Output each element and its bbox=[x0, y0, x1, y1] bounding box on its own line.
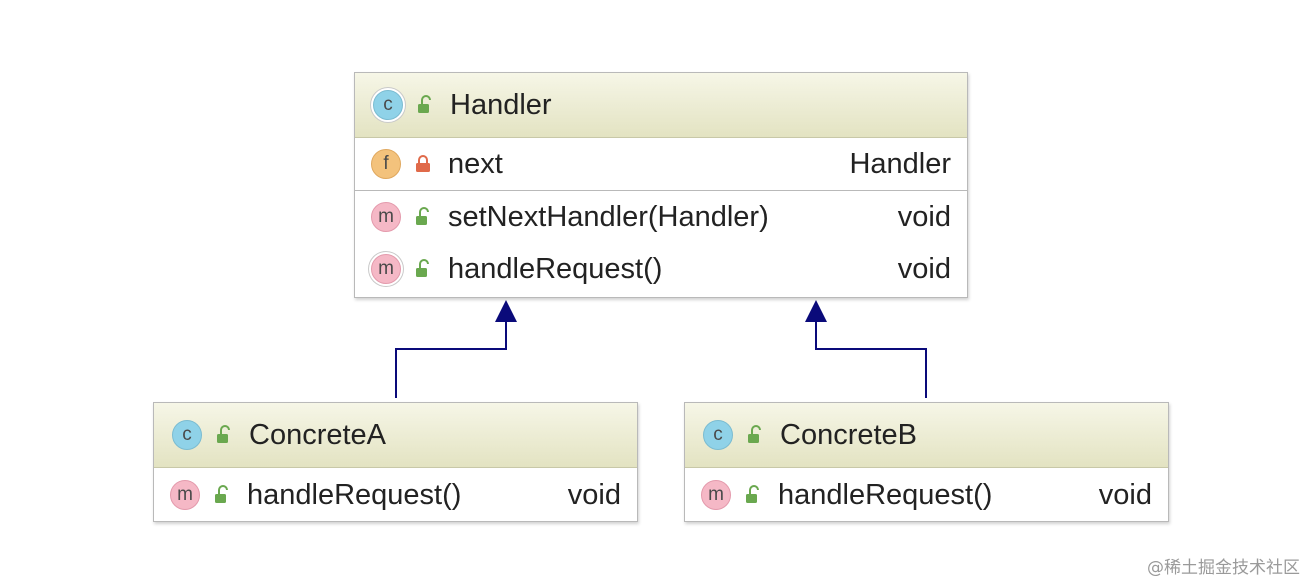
class-name: ConcreteA bbox=[249, 418, 387, 451]
class-header: c ConcreteB bbox=[685, 403, 1168, 468]
method-return-type: void bbox=[897, 252, 951, 285]
method-icon: m bbox=[170, 480, 200, 510]
field-row[interactable]: f next Handler bbox=[355, 138, 967, 190]
class-icon: c bbox=[172, 420, 202, 450]
abstract-method-icon: m bbox=[371, 254, 401, 284]
method-name: handleRequest() bbox=[778, 478, 993, 511]
unlocked-lock-icon bbox=[746, 485, 759, 503]
class-icon: c bbox=[703, 420, 733, 450]
method-icon: m bbox=[701, 480, 731, 510]
class-name: Handler bbox=[450, 88, 552, 121]
field-icon: f bbox=[371, 149, 401, 179]
method-row[interactable]: m setNextHandler(Handler) void bbox=[355, 190, 967, 243]
inheritance-arrowhead-concreteb bbox=[805, 300, 827, 322]
class-header: c Handler bbox=[355, 73, 967, 138]
class-handler[interactable]: c Handler f next Handler m setNextHandle… bbox=[354, 72, 968, 298]
method-name: setNextHandler(Handler) bbox=[448, 200, 769, 233]
method-return-type: void bbox=[1098, 478, 1152, 511]
unlocked-lock-icon bbox=[416, 207, 429, 225]
method-row[interactable]: m handleRequest() void bbox=[154, 468, 637, 522]
method-name: handleRequest() bbox=[448, 252, 663, 285]
field-name: next bbox=[448, 147, 503, 180]
unlocked-lock-icon bbox=[217, 425, 230, 443]
class-concretea[interactable]: c ConcreteA m handleRequest() void bbox=[153, 402, 638, 522]
inheritance-arrowhead-concretea bbox=[495, 300, 517, 322]
unlocked-lock-icon bbox=[418, 95, 431, 113]
method-return-type: void bbox=[567, 478, 621, 511]
class-header: c ConcreteA bbox=[154, 403, 637, 468]
field-type: Handler bbox=[849, 147, 951, 180]
unlocked-lock-icon bbox=[215, 485, 228, 503]
watermark: @稀土掘金技术社区 bbox=[1147, 558, 1300, 578]
class-name: ConcreteB bbox=[780, 418, 918, 451]
class-concreteb[interactable]: c ConcreteB m handleRequest() void bbox=[684, 402, 1169, 522]
method-row[interactable]: m handleRequest() void bbox=[355, 243, 967, 295]
method-name: handleRequest() bbox=[247, 478, 462, 511]
unlocked-lock-icon bbox=[748, 425, 761, 443]
inheritance-edge-concretea bbox=[395, 320, 507, 398]
method-return-type: void bbox=[897, 200, 951, 233]
method-row[interactable]: m handleRequest() void bbox=[685, 468, 1168, 522]
abstract-class-icon: c bbox=[373, 90, 403, 120]
unlocked-lock-icon bbox=[416, 259, 429, 277]
method-icon: m bbox=[371, 202, 401, 232]
locked-lock-icon bbox=[416, 155, 430, 172]
inheritance-edge-concreteb bbox=[815, 320, 927, 398]
